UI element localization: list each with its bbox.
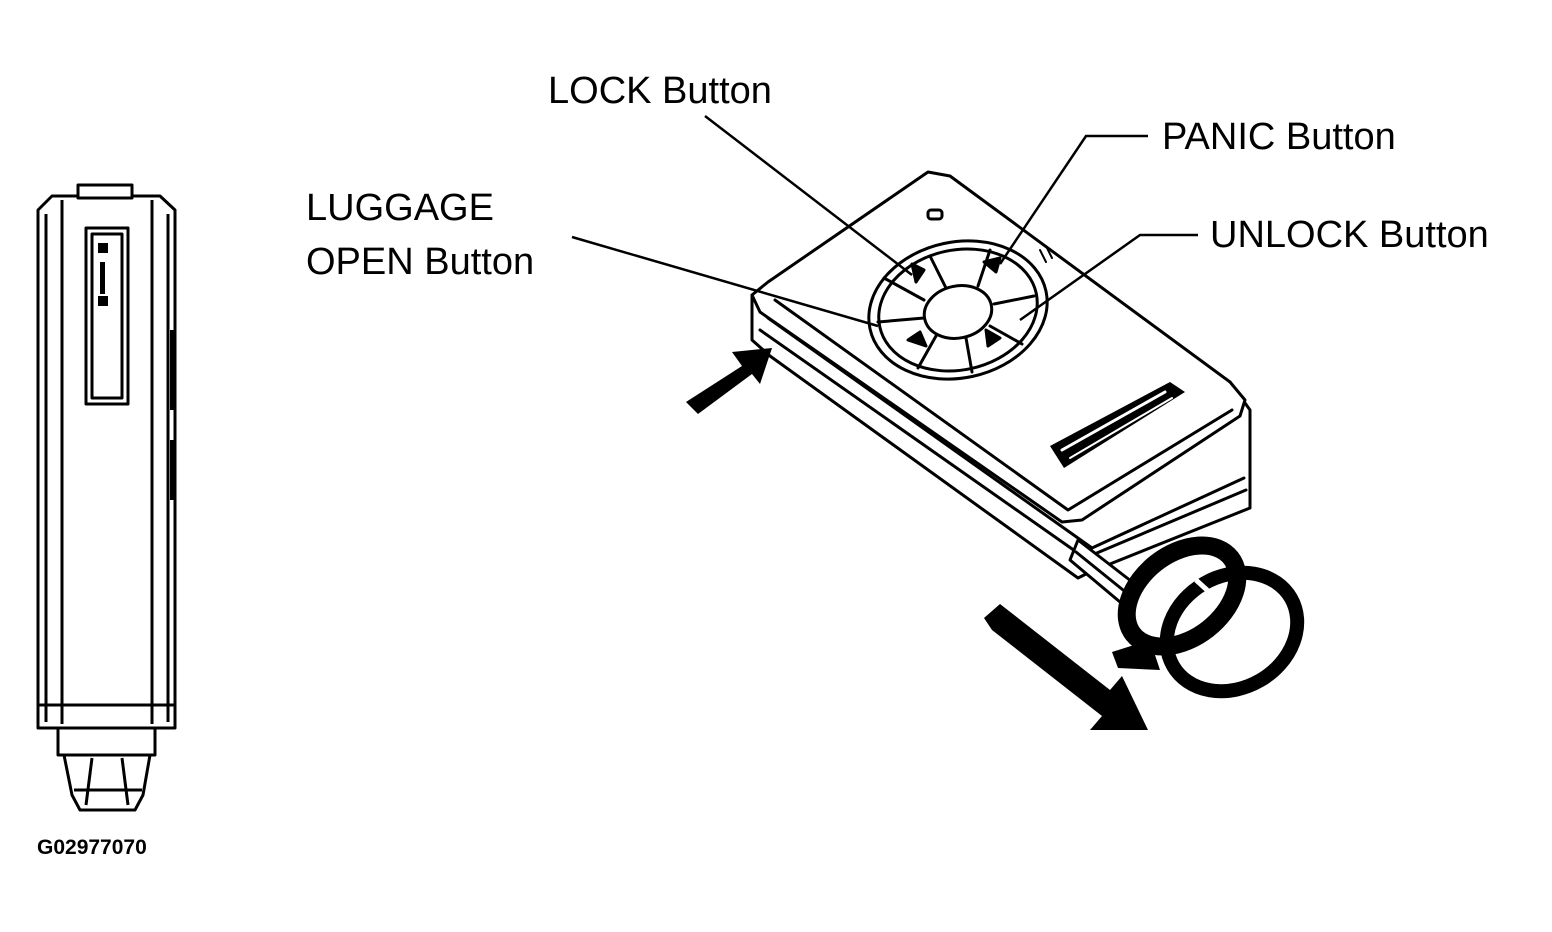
leader-line-luggage (571, 235, 879, 328)
key-ring-icon (1112, 536, 1305, 699)
luggage-open-button-label-line2: OPEN Button (306, 241, 535, 283)
leader-line-lock (704, 115, 913, 276)
luggage-open-button-label-line1: LUGGAGE (306, 187, 494, 229)
figure-code: G02977070 (37, 836, 147, 859)
leader-line-panic (998, 134, 1148, 265)
key-fob-icon (686, 170, 1252, 730)
key-fob-side-view-icon (36, 183, 177, 812)
leader-line-unlock (1019, 233, 1198, 322)
panic-button-label: PANIC Button (1162, 116, 1396, 158)
leader-lines (571, 115, 1198, 328)
unlock-button-label: UNLOCK Button (1210, 214, 1489, 256)
lock-button-label: LOCK Button (548, 70, 772, 112)
